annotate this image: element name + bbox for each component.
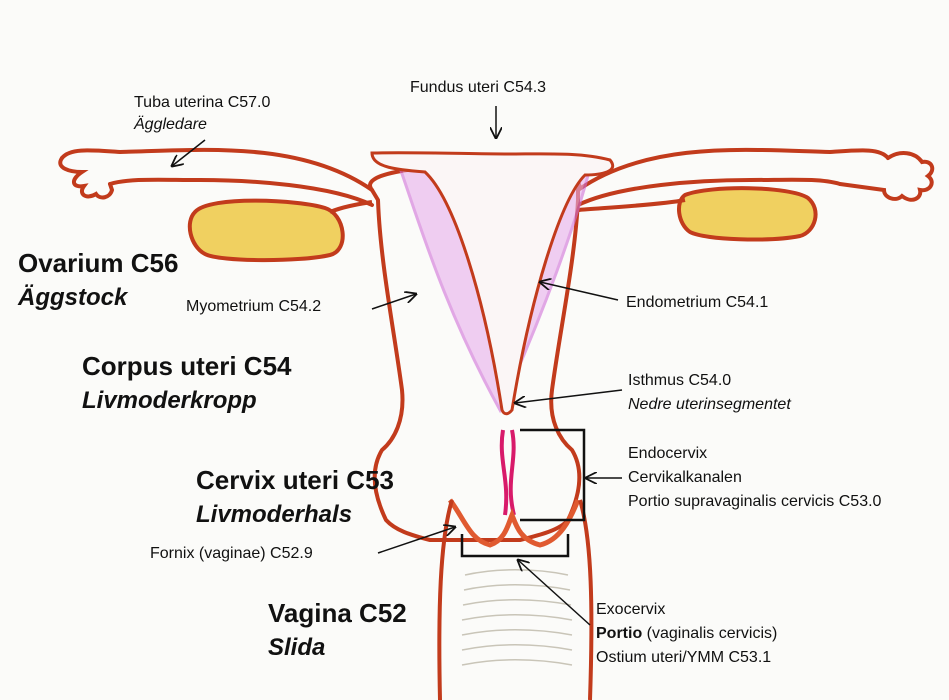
ostium-label: Ostium uteri/YMM C53.1: [596, 648, 771, 668]
ovarium-label: Ovarium C56: [18, 248, 178, 278]
cervikalkanalen-label: Cervikalkanalen: [628, 468, 742, 488]
endometrium-label: Endometrium C54.1: [626, 293, 768, 313]
endocervix-label: Endocervix: [628, 444, 707, 464]
fornix-label: Fornix (vaginae) C52.9: [150, 544, 313, 564]
corpus-sv-label: Livmoderkropp: [82, 387, 257, 415]
corpus-label: Corpus uteri C54: [82, 351, 292, 381]
isthmus-sv-label: Nedre uterinsegmentet: [628, 395, 791, 415]
tuba-label: Tuba uterina C57.0: [134, 93, 270, 113]
vagina-sv-label: Slida: [268, 634, 325, 662]
portio-bold-text: Portio: [596, 625, 642, 642]
cervix-label: Cervix uteri C53: [196, 465, 394, 495]
fundus-label: Fundus uteri C54.3: [410, 78, 546, 98]
tuba-sv-label: Äggledare: [134, 115, 207, 135]
ovarium-sv-label: Äggstock: [18, 284, 127, 312]
vaginal-rugae: [462, 570, 572, 665]
portio-supravaginalis-label: Portio supravaginalis cervicis C53.0: [628, 492, 881, 512]
exocervix-label: Exocervix: [596, 600, 665, 620]
cervix-sv-label: Livmoderhals: [196, 501, 352, 529]
vagina-label: Vagina C52: [268, 598, 407, 628]
portio-rest-text: (vaginalis cervicis): [642, 625, 777, 642]
myometrium-label: Myometrium C54.2: [186, 297, 321, 317]
cervical-canal: [502, 430, 514, 515]
portio-label: Portio (vaginalis cervicis): [596, 624, 777, 644]
isthmus-label: Isthmus C54.0: [628, 371, 731, 391]
